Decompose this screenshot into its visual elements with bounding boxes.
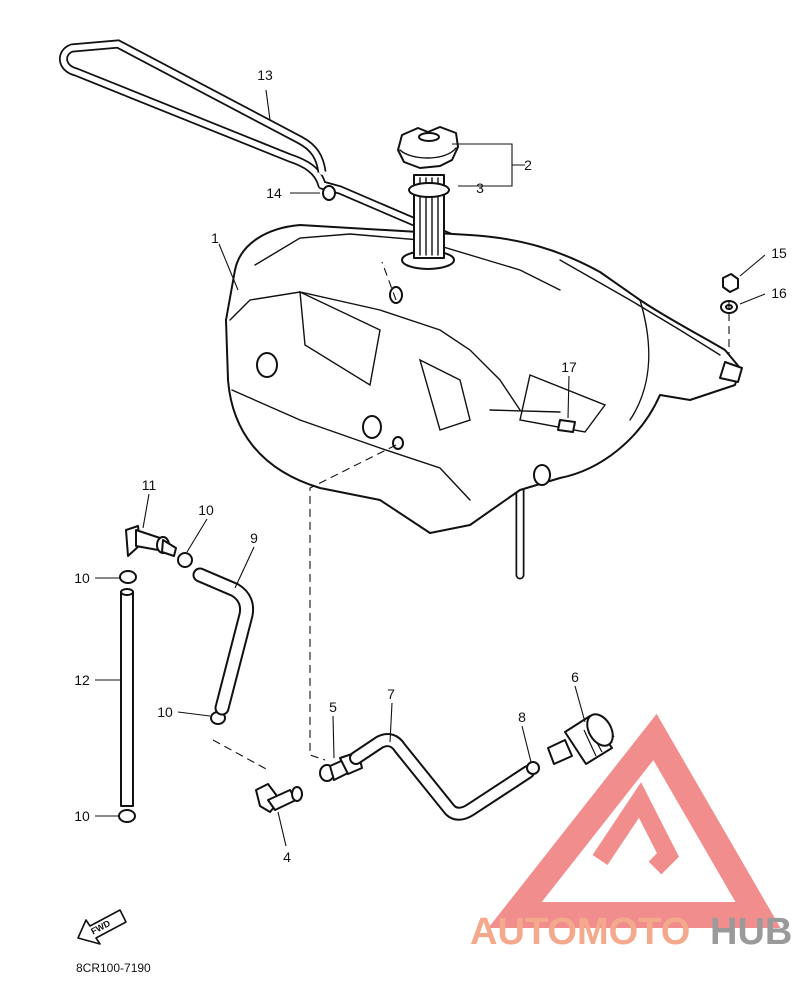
callout-9: 9 xyxy=(250,530,258,546)
fuel-hose-straight xyxy=(120,588,134,807)
callout-10-lower: 10 xyxy=(74,808,90,824)
callout-10-middle: 10 xyxy=(157,704,173,720)
callout-3: 3 xyxy=(476,180,484,196)
fuel-hose-filter xyxy=(349,733,535,821)
callout-17: 17 xyxy=(561,359,577,375)
callout-11: 11 xyxy=(142,477,157,493)
leader-lines xyxy=(95,89,766,847)
callout-12: 12 xyxy=(74,672,90,688)
watermark-secondary: HUB xyxy=(710,911,792,953)
install-line-tank-to-cock xyxy=(309,444,397,761)
callout-10-left: 10 xyxy=(74,570,90,586)
callout-14: 14 xyxy=(266,185,282,201)
watermark-primary: AUTOMOTO xyxy=(470,911,690,953)
part-code: 8CR100-7190 xyxy=(76,961,151,975)
hose-joint xyxy=(255,783,303,813)
callout-10-upper: 10 xyxy=(198,502,214,518)
callout-15: 15 xyxy=(771,245,787,261)
fuel-cock xyxy=(319,751,363,782)
install-line-vent xyxy=(381,261,397,301)
callout-16: 16 xyxy=(771,285,787,301)
fuel-tank xyxy=(225,224,743,534)
fwd-arrow-icon: FWD xyxy=(77,909,127,945)
watermark-text: AUTOMOTO HUB xyxy=(470,911,792,953)
fuel-filter xyxy=(547,713,615,765)
callout-6: 6 xyxy=(571,669,579,685)
vent-clip xyxy=(322,185,336,201)
fuel-cap xyxy=(397,126,459,169)
callout-1: 1 xyxy=(211,230,219,246)
callout-2: 2 xyxy=(524,157,532,173)
hose-clip-lower xyxy=(118,809,136,823)
filler-neck xyxy=(408,174,450,259)
watermark-logo xyxy=(488,713,781,928)
hose-clip-upper-left xyxy=(119,570,137,584)
callout-5: 5 xyxy=(329,699,337,715)
callout-4: 4 xyxy=(283,849,291,865)
filter-clip xyxy=(526,761,540,775)
elbow-fitting xyxy=(125,525,177,557)
install-line-hose-to-joint xyxy=(212,739,269,771)
fuel-hose-bent xyxy=(192,567,255,716)
callout-8: 8 xyxy=(518,709,526,725)
hose-clip-upper-right xyxy=(177,552,193,568)
callout-7: 7 xyxy=(387,686,395,702)
callout-13: 13 xyxy=(257,67,273,83)
tank-nut xyxy=(722,273,739,293)
